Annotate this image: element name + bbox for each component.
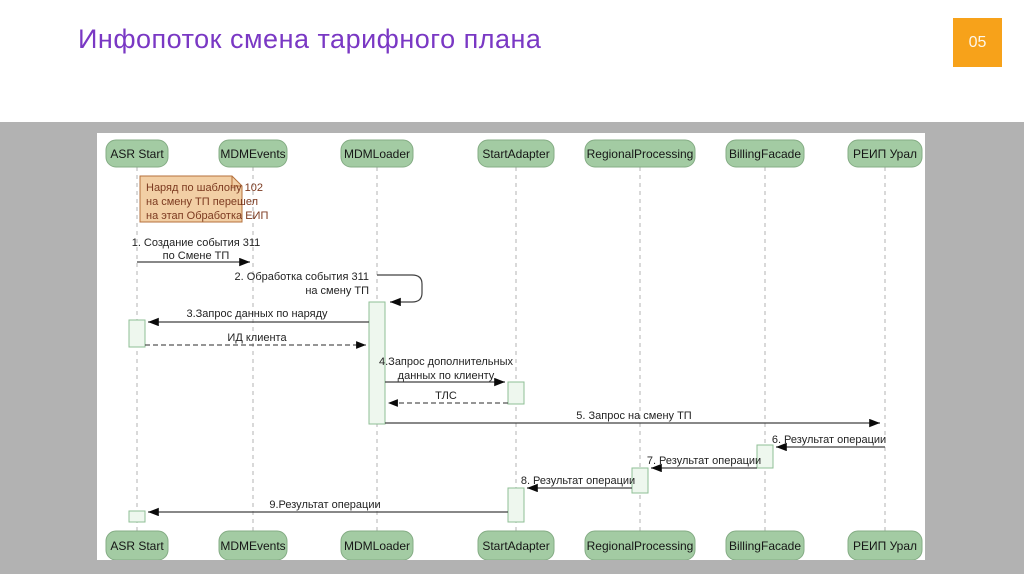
message-2-label-line1: 2. Обработка события 311 <box>235 271 369 283</box>
participant-label: StartAdapter <box>482 539 549 553</box>
activation-regionalprocessing <box>631 467 649 494</box>
participant-box-regionalprocessing <box>584 139 696 168</box>
message-4-label-line2: данных по клиенту <box>398 370 495 382</box>
message-9: 9.Результат операции <box>148 499 508 517</box>
message-return-tls: ТЛС <box>388 390 508 407</box>
participant-label: RegionalProcessing <box>587 147 694 161</box>
message-7: 7. Результат операции <box>647 455 761 473</box>
message-5-label: 5. Запрос на смену ТП <box>576 410 692 422</box>
activation-startadapter-2 <box>507 487 525 523</box>
participant-label: MDMLoader <box>344 147 410 161</box>
participant-box-startadapter <box>477 139 555 168</box>
activation-startadapter-1 <box>507 381 525 405</box>
note-line: на смену ТП перешел <box>146 196 258 208</box>
activation-billingfacade <box>756 444 774 469</box>
page-number: 05 <box>968 33 987 51</box>
participant-label: MDMEvents <box>220 539 285 553</box>
note-fold-icon <box>231 176 242 187</box>
page-title: Инфопоток смена тарифного плана <box>78 24 542 54</box>
activation-mdmloader <box>368 301 386 425</box>
message-4-label-line1: 4.Запрос дополнительных <box>379 356 513 368</box>
note-line: Наряд по шаблону 102 <box>146 182 263 194</box>
note-box <box>139 175 243 223</box>
message-2: 2. Обработка события 311 на смену ТП <box>235 271 423 307</box>
message-7-label: 7. Результат операции <box>647 455 761 467</box>
activation-bars <box>128 301 774 523</box>
note-order-template-102: Наряд по шаблону 102 на смену ТП перешел… <box>139 175 268 223</box>
activation-asr-start-2 <box>128 510 146 523</box>
slide-stage: ASR Start MDMEvents MDMLoader StartAdapt… <box>0 122 1024 574</box>
message-2-self-arrow <box>377 274 423 307</box>
sequence-diagram-canvas: ASR Start MDMEvents MDMLoader StartAdapt… <box>97 133 925 561</box>
return-tls-label: ТЛС <box>435 390 457 402</box>
message-4: 4.Запрос дополнительных данных по клиент… <box>379 356 513 387</box>
participant-label: MDMLoader <box>344 539 410 553</box>
slide-header: Инфопоток смена тарифного плана 05 <box>0 0 1024 122</box>
message-9-label: 9.Результат операции <box>269 499 380 511</box>
participant-box-mdmevents <box>218 139 288 168</box>
message-6: 6. Результат операции <box>772 434 886 452</box>
participant-label: ASR Start <box>110 539 164 553</box>
page-number-badge: 05 <box>953 18 1002 67</box>
participant-label: BillingFacade <box>729 539 801 553</box>
participant-label: RegionalProcessing <box>587 539 694 553</box>
sequence-diagram: ASR Start MDMEvents MDMLoader StartAdapt… <box>105 139 923 561</box>
message-1-label-line2: по Смене ТП <box>163 250 230 262</box>
message-1: 1. Создание события 311 по Смене ТП <box>132 237 261 267</box>
message-6-label: 6. Результат операции <box>772 434 886 446</box>
activation-asr-start-1 <box>128 319 146 348</box>
message-1-label-line1: 1. Создание события 311 <box>132 237 261 249</box>
participant-label: РЕИП Урал <box>853 539 917 553</box>
participant-label: MDMEvents <box>220 147 285 161</box>
message-3-label: 3.Запрос данных по наряду <box>186 308 328 320</box>
note-line: на этап Обработка ЕИП <box>146 210 268 222</box>
return-client-id-label: ИД клиента <box>227 332 287 344</box>
message-8: 8. Результат операции <box>521 475 635 493</box>
participant-box-reip-ural <box>847 139 923 168</box>
message-return-client-id: ИД клиента <box>145 332 366 349</box>
message-3: 3.Запрос данных по наряду <box>148 308 369 327</box>
message-2-label-line2: на смену ТП <box>305 285 369 297</box>
message-5: 5. Запрос на смену ТП <box>385 410 880 428</box>
participants-bottom: ASR Start MDMEvents MDMLoader StartAdapt… <box>105 530 923 561</box>
participant-box-billingfacade <box>725 139 805 168</box>
participant-box-mdmloader <box>340 139 414 168</box>
participants-top: ASR Start MDMEvents MDMLoader StartAdapt… <box>105 139 923 168</box>
participant-label: ASR Start <box>110 147 164 161</box>
participant-label: BillingFacade <box>729 147 801 161</box>
participant-box-asr-start <box>105 139 169 168</box>
participant-label: РЕИП Урал <box>853 147 917 161</box>
participant-label: StartAdapter <box>482 147 549 161</box>
message-8-label: 8. Результат операции <box>521 475 635 487</box>
